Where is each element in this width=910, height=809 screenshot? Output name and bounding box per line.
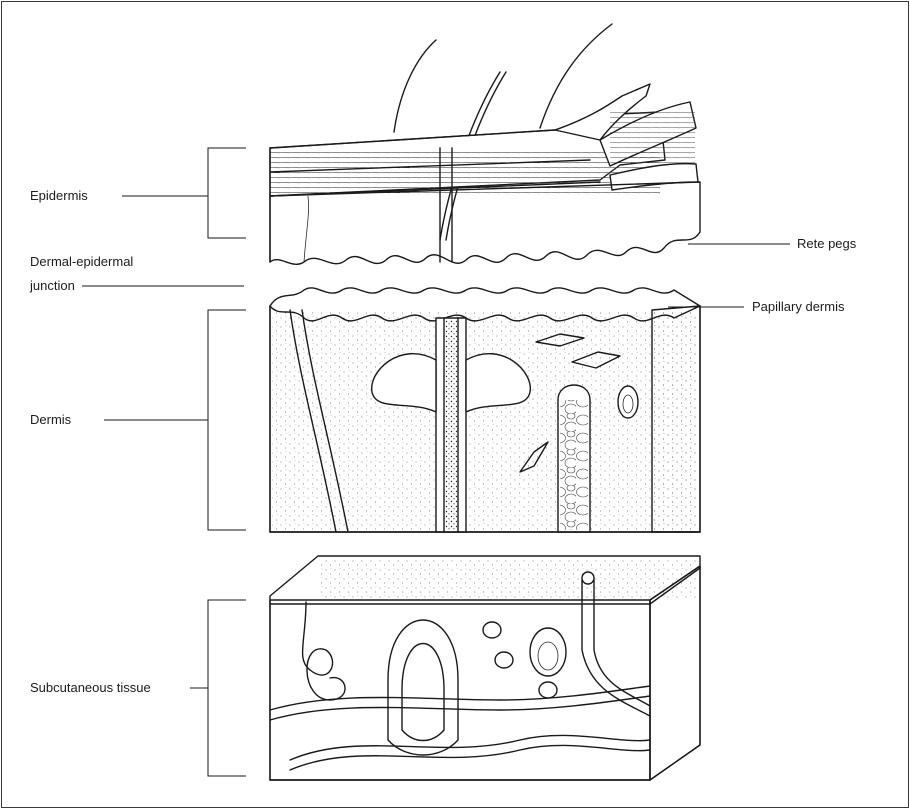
epidermis-bracket xyxy=(208,148,246,238)
subcutaneous-bracket xyxy=(208,600,246,776)
subcutaneous-label: Subcutaneous tissue xyxy=(30,680,151,696)
dermis-block xyxy=(270,288,700,532)
papillary-dermis-label: Papillary dermis xyxy=(752,299,844,315)
junction-label-line1: Dermal-epidermal xyxy=(30,254,133,270)
dermis-bracket xyxy=(208,310,246,530)
rete-pegs-label: Rete pegs xyxy=(797,236,856,252)
epidermis-label: Epidermis xyxy=(30,188,88,204)
eccrine-gland-coil xyxy=(303,602,345,700)
subcutaneous-block xyxy=(270,556,700,780)
junction-label-line2: junction xyxy=(30,278,75,294)
epidermis-block xyxy=(270,24,700,264)
dermis-label: Dermis xyxy=(30,412,71,428)
hair-shaft xyxy=(394,40,436,132)
